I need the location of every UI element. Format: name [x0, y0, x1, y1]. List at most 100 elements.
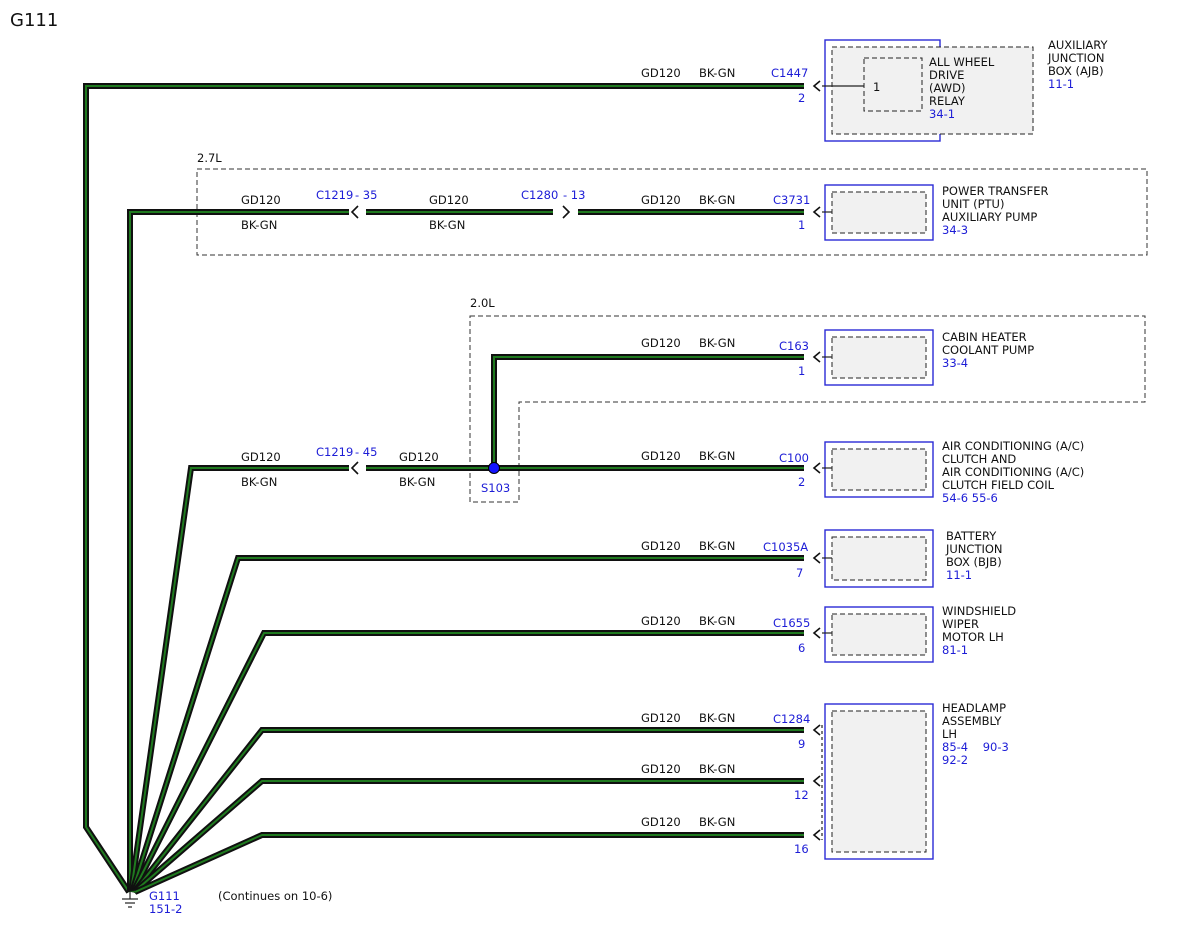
connector-label: C1035A — [763, 540, 808, 554]
wire-circuit: GD120 — [399, 450, 439, 464]
component-name-line: JUNCTION — [1047, 51, 1105, 65]
component-name-line: MOTOR LH — [942, 630, 1004, 644]
wire-circuit: GD120 — [641, 614, 681, 628]
component-name-line: BOX (BJB) — [946, 555, 1002, 569]
connector-label: C1284 — [773, 712, 810, 726]
component-windshield-wiper-motor: C1655 6 WINDSHIELD WIPER MOTOR LH 81-1 — [773, 604, 1016, 663]
component-name-line: WINDSHIELD — [942, 604, 1016, 618]
inline-connector-label: C1219 — [316, 445, 353, 459]
component-name-line: WIPER — [942, 617, 979, 631]
wire-circuit: GD120 — [641, 449, 681, 463]
inline-connector-label: C1219 — [316, 188, 353, 202]
wire-color: BK-GN — [699, 66, 735, 80]
region-label-2-7l: 2.7L — [197, 151, 222, 165]
component-cabin-heater-coolant-pump: C163 1 CABIN HEATER COOLANT PUMP 33-4 — [779, 329, 1034, 386]
component-power-transfer-unit: C3731 1 POWER TRANSFER UNIT (PTU) AUXILI… — [773, 184, 1048, 241]
component-name-line: LH — [942, 727, 957, 741]
splice-s103-dot — [488, 462, 500, 474]
component-name-line: AUXILIARY PUMP — [942, 210, 1037, 224]
wire-circuit: GD120 — [641, 711, 681, 725]
component-ref: 92-2 — [942, 753, 968, 767]
component-ref: 54-6 55-6 — [942, 491, 998, 505]
component-name-line: BOX (AJB) — [1048, 64, 1104, 78]
pin-number: 7 — [796, 566, 803, 580]
wire-circuit: GD120 — [641, 539, 681, 553]
wire-color: BK-GN — [429, 218, 465, 232]
connector-c1280-13-arrow-icon — [562, 205, 571, 219]
component-name-line: AIR CONDITIONING (A/C) — [942, 439, 1084, 453]
connector-label: C1655 — [773, 616, 810, 630]
pin-number: 1 — [798, 218, 805, 232]
region-2-0l — [469, 315, 1146, 503]
pin-number: 1 — [798, 364, 805, 378]
wire-circuit: GD120 — [641, 193, 681, 207]
connector-label: C1447 — [771, 66, 808, 80]
component-name-line: CLUTCH FIELD COIL — [942, 478, 1055, 492]
wire-circuit: GD120 — [641, 762, 681, 776]
connector-label: C163 — [779, 339, 809, 353]
component-ref: 33-4 — [942, 356, 968, 370]
inline-connector-pin: - 45 — [355, 445, 377, 459]
wire-labels: GD120 BK-GN GD120 BK-GN GD120 BK-GN GD12… — [241, 66, 735, 829]
component-auxiliary-junction-box: 1 ALL WHEEL DRIVE (AWD) RELAY 34-1 C1447… — [771, 38, 1108, 142]
component-name-line: POWER TRANSFER — [942, 184, 1048, 198]
component-name-line: UNIT (PTU) — [942, 197, 1004, 211]
component-name-line: AIR CONDITIONING (A/C) — [942, 465, 1084, 479]
relay-name-line: DRIVE — [929, 68, 964, 82]
inline-connector-pin: - 35 — [355, 188, 377, 202]
wire-color: BK-GN — [699, 762, 735, 776]
wire-harness — [83, 83, 804, 895]
relay-pin: 1 — [873, 80, 880, 94]
component-ref: 85-4 90-3 — [942, 740, 1009, 754]
ground-ref: 151-2 — [149, 902, 182, 916]
component-ref: 11-1 — [946, 568, 972, 582]
connector-c1219-35-arrow-icon — [350, 205, 359, 219]
ground-g111: G111 151-2 (Continues on 10-6) — [122, 889, 332, 916]
relay-name-line: RELAY — [929, 94, 966, 108]
wire-color: BK-GN — [699, 614, 735, 628]
wire-color: BK-GN — [399, 475, 435, 489]
inline-connector-pin: - 13 — [563, 188, 585, 202]
component-name-line: HEADLAMP — [942, 701, 1006, 715]
component-name-line: JUNCTION — [945, 542, 1003, 556]
pin-number: 16 — [794, 842, 809, 856]
component-battery-junction-box: C1035A 7 BATTERY JUNCTION BOX (BJB) 11-1 — [763, 529, 1003, 588]
wire-color: BK-GN — [241, 218, 277, 232]
component-name-line: CLUTCH AND — [942, 452, 1016, 466]
connector-label: C3731 — [773, 193, 810, 207]
relay-inner-box — [863, 57, 923, 112]
pin-number: 9 — [798, 737, 805, 751]
pin-number: 12 — [794, 788, 809, 802]
pin-number: 2 — [798, 91, 805, 105]
component-name-line: ASSEMBLY — [942, 714, 1002, 728]
component-name-line: CABIN HEATER — [942, 330, 1027, 344]
wire-color: BK-GN — [699, 539, 735, 553]
relay-ref: 34-1 — [929, 107, 955, 121]
component-ref: 11-1 — [1048, 77, 1074, 91]
wire-color: BK-GN — [699, 336, 735, 350]
wire-circuit: GD120 — [241, 450, 281, 464]
component-name-line: AUXILIARY — [1048, 38, 1108, 52]
relay-name-line: ALL WHEEL — [929, 55, 995, 69]
wire-circuit: GD120 — [641, 336, 681, 350]
wire-circuit: GD120 — [641, 66, 681, 80]
component-name-line: COOLANT PUMP — [942, 343, 1034, 357]
region-label-2-0l: 2.0L — [470, 296, 495, 310]
relay-name-line: (AWD) — [929, 81, 965, 95]
continuation-note: (Continues on 10-6) — [218, 889, 332, 903]
wire-color: BK-GN — [699, 193, 735, 207]
component-ref: 81-1 — [942, 643, 968, 657]
wire-color: BK-GN — [241, 475, 277, 489]
wire-color: BK-GN — [699, 815, 735, 829]
component-name-line: BATTERY — [946, 529, 997, 543]
wire-color: BK-GN — [699, 449, 735, 463]
wire-color: BK-GN — [699, 711, 735, 725]
component-ref: 34-3 — [942, 223, 968, 237]
pin-number: 6 — [798, 641, 805, 655]
splice-label: S103 — [481, 481, 510, 495]
page-title: G111 — [10, 10, 58, 31]
connector-label: C100 — [779, 451, 809, 465]
component-headlamp-assembly: C1284 9 12 16 HEADLAMP ASSEMBLY LH 85-4 … — [773, 701, 1009, 860]
inline-connector-label: C1280 — [521, 188, 558, 202]
